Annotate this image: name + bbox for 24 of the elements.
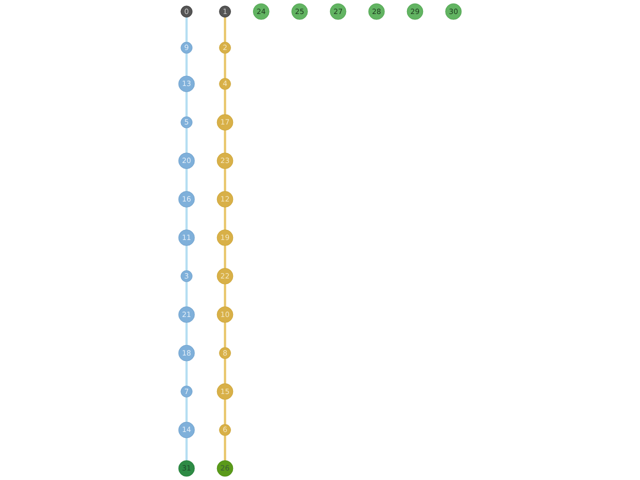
connector bbox=[224, 436, 226, 460]
connector bbox=[185, 53, 188, 76]
connector bbox=[185, 17, 188, 42]
connector bbox=[185, 397, 188, 422]
connector bbox=[185, 361, 188, 386]
connector bbox=[185, 207, 188, 230]
connector bbox=[224, 207, 226, 230]
connector bbox=[185, 128, 188, 153]
connector bbox=[185, 438, 188, 460]
connector bbox=[224, 90, 226, 114]
connector bbox=[224, 168, 226, 192]
connector bbox=[224, 358, 226, 384]
connector bbox=[224, 246, 226, 268]
connector bbox=[224, 17, 226, 42]
connector bbox=[224, 284, 226, 307]
connector bbox=[185, 92, 188, 117]
connector bbox=[224, 400, 226, 424]
connector bbox=[185, 322, 188, 346]
connector bbox=[224, 130, 226, 153]
connector bbox=[224, 53, 226, 78]
connector bbox=[185, 246, 188, 270]
connector bbox=[185, 282, 188, 307]
connector bbox=[224, 322, 226, 348]
connector bbox=[185, 168, 188, 192]
